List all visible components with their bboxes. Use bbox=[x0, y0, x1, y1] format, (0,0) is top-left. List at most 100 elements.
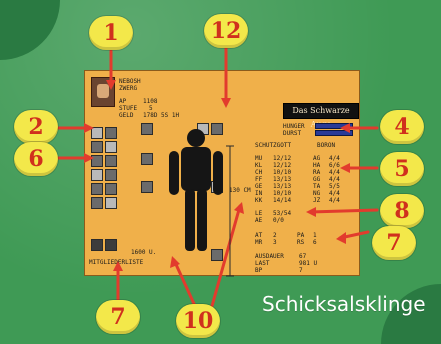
inventory-slot[interactable] bbox=[105, 239, 117, 251]
weight-label: 1600 U. bbox=[131, 249, 157, 256]
le-label: LE bbox=[255, 210, 263, 217]
inventory-slot[interactable] bbox=[105, 127, 117, 139]
stat-right-value: 4/4 bbox=[329, 176, 340, 183]
bp-label: BP bbox=[255, 267, 263, 274]
stat-right-value: 5/5 bbox=[329, 183, 340, 190]
silhouette-head bbox=[187, 129, 205, 147]
stat-right-value: 4/4 bbox=[329, 190, 340, 197]
stat-left-value: 13/13 bbox=[273, 183, 292, 190]
ae-value: 0/0 bbox=[273, 217, 284, 224]
character-portrait[interactable] bbox=[91, 77, 115, 107]
callout-7-bottom: 7 bbox=[96, 300, 140, 334]
stat-left-value: 10/10 bbox=[273, 190, 292, 197]
stat-left-label: IN bbox=[255, 190, 263, 197]
inventory-slot[interactable] bbox=[91, 197, 103, 209]
callout-1: 1 bbox=[89, 16, 133, 50]
stat-right-label: HA bbox=[313, 162, 321, 169]
equip-slot-neck[interactable] bbox=[211, 123, 223, 135]
stat-left-label: GE bbox=[255, 183, 263, 190]
character-name: NEBOSH bbox=[119, 78, 141, 85]
inventory-slot[interactable] bbox=[105, 141, 117, 153]
money-value: 178D 5S 1H bbox=[143, 112, 180, 119]
mr-label: MR bbox=[255, 239, 263, 246]
rs-value: 6 bbox=[313, 239, 317, 246]
character-race: ZWERG bbox=[119, 85, 138, 92]
inventory-slot[interactable] bbox=[105, 169, 117, 181]
inventory-slot[interactable] bbox=[91, 155, 103, 167]
at-value: 2 bbox=[273, 232, 277, 239]
callout-10: 10 bbox=[176, 304, 220, 338]
callout-5: 5 bbox=[380, 152, 424, 186]
ap-value: 1108 bbox=[143, 98, 158, 105]
stat-right-value: 6/6 bbox=[329, 162, 340, 169]
character-silhouette bbox=[169, 129, 223, 255]
stat-right-value: 4/4 bbox=[329, 169, 340, 176]
inventory-slot[interactable] bbox=[105, 183, 117, 195]
mr-value: 3 bbox=[273, 239, 277, 246]
inventory-slot[interactable] bbox=[105, 155, 117, 167]
stat-left-label: KL bbox=[255, 162, 263, 169]
callout-7-right: 7 bbox=[372, 226, 416, 260]
level-label: STUFE bbox=[119, 105, 138, 112]
thirst-label: DURST bbox=[283, 130, 302, 137]
frame-corner-top-left bbox=[0, 0, 60, 60]
character-sheet-screen: NEBOSH ZWERG AP 1108 STUFE 5 GELD 178D 5… bbox=[84, 70, 360, 276]
load-label: LAST bbox=[255, 260, 270, 267]
callout-12: 12 bbox=[204, 14, 248, 48]
equip-slot-head[interactable] bbox=[141, 123, 153, 135]
stat-left-label: MU bbox=[255, 155, 263, 162]
money-label: GELD bbox=[119, 112, 134, 119]
pa-label: PA bbox=[297, 232, 305, 239]
inventory-slot[interactable] bbox=[91, 127, 103, 139]
callout-8: 8 bbox=[380, 194, 424, 228]
stat-left-value: 13/13 bbox=[273, 176, 292, 183]
stat-right-label: AG bbox=[313, 155, 321, 162]
inventory-slot[interactable] bbox=[91, 239, 103, 251]
endurance-label: AUSDAUER bbox=[255, 253, 284, 260]
silhouette-torso bbox=[181, 147, 211, 191]
silhouette-left-arm bbox=[169, 151, 179, 195]
inventory-slot[interactable] bbox=[105, 197, 117, 209]
stat-right-label: NG bbox=[313, 190, 321, 197]
at-label: AT bbox=[255, 232, 263, 239]
stat-right-label: JZ bbox=[313, 197, 321, 204]
level-value: 5 bbox=[149, 105, 153, 112]
hunger-label: HUNGER bbox=[283, 123, 305, 130]
stat-left-value: 10/10 bbox=[273, 169, 292, 176]
callout-6: 6 bbox=[14, 142, 58, 176]
endurance-value: 67 bbox=[299, 253, 307, 260]
stat-left-value: 14/14 bbox=[273, 197, 292, 204]
equip-slot-body[interactable] bbox=[141, 153, 153, 165]
pa-value: 1 bbox=[313, 232, 317, 239]
load-value: 981 U bbox=[299, 260, 318, 267]
stat-right-value: 4/4 bbox=[329, 197, 340, 204]
members-list-button[interactable]: MITGLIEDERLISTE bbox=[89, 259, 144, 266]
game-logo: Das Schwarze Auge bbox=[283, 103, 359, 129]
callout-2: 2 bbox=[14, 110, 58, 144]
ap-label: AP bbox=[119, 98, 127, 105]
silhouette-right-leg bbox=[197, 189, 207, 251]
caption-title: Schicksalsklinge bbox=[262, 292, 426, 316]
silhouette-left-leg bbox=[185, 189, 195, 251]
height-label: 130 CM bbox=[229, 187, 251, 194]
inventory-slot[interactable] bbox=[91, 141, 103, 153]
inventory-slot[interactable] bbox=[91, 169, 103, 181]
stat-right-label: GG bbox=[313, 176, 321, 183]
stat-right-value: 4/4 bbox=[329, 155, 340, 162]
bp-value: 7 bbox=[299, 267, 303, 274]
stat-left-label: FF bbox=[255, 176, 263, 183]
callout-4: 4 bbox=[380, 110, 424, 144]
ae-label: AE bbox=[255, 217, 263, 224]
stat-left-label: CH bbox=[255, 169, 263, 176]
inventory-slot[interactable] bbox=[91, 183, 103, 195]
stat-right-label: TA bbox=[313, 183, 321, 190]
hunger-bar bbox=[315, 123, 353, 129]
rs-label: RS bbox=[297, 239, 305, 246]
equip-slot-left-hand[interactable] bbox=[141, 181, 153, 193]
patron-label: SCHUTZGOTT bbox=[255, 142, 292, 149]
stat-right-label: RA bbox=[313, 169, 321, 176]
silhouette-right-arm bbox=[213, 151, 223, 195]
thirst-bar bbox=[315, 130, 353, 136]
stat-left-value: 12/12 bbox=[273, 155, 292, 162]
le-value: 53/54 bbox=[273, 210, 292, 217]
